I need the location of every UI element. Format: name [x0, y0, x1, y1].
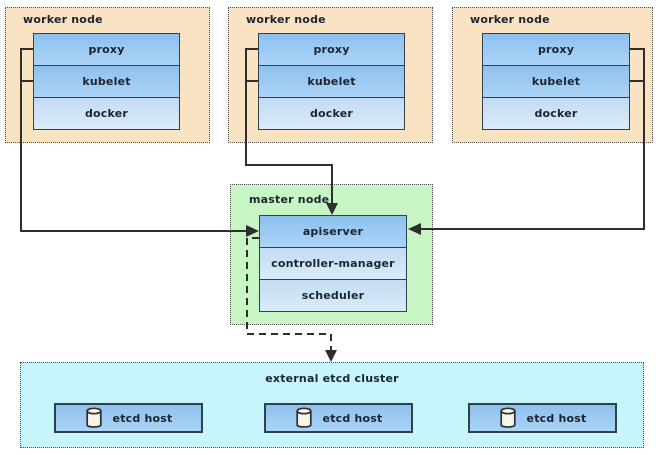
etcd-host-box: etcd host [264, 403, 413, 433]
etcd-host-label: etcd host [322, 411, 383, 425]
kubelet-box: kubelet [34, 65, 179, 97]
etcd-host-box: etcd host [54, 403, 203, 433]
worker-node-title: worker node [470, 13, 550, 26]
etcd-cluster-title: external etcd cluster [265, 372, 399, 385]
docker-box: docker [259, 97, 404, 129]
etcd-host-box: etcd host [468, 403, 617, 433]
scheduler-box: scheduler [260, 279, 406, 311]
arrowhead-down [325, 350, 337, 362]
apiserver-box: apiserver [260, 216, 406, 247]
worker-node-title: worker node [246, 13, 326, 26]
worker-node-3: worker node proxy kubelet docker [452, 7, 653, 143]
worker-node-2: worker node proxy kubelet docker [228, 7, 433, 143]
kubelet-box: kubelet [483, 65, 629, 97]
master-node-title: master node [249, 193, 330, 206]
etcd-host-label: etcd host [526, 411, 587, 425]
master-node: master node apiserver controller-manager… [230, 184, 433, 325]
database-icon [499, 407, 516, 428]
etcd-host-label: etcd host [112, 411, 173, 425]
database-icon [85, 407, 102, 428]
proxy-box: proxy [259, 34, 404, 65]
master-component-stack: apiserver controller-manager scheduler [259, 215, 407, 312]
controller-manager-box: controller-manager [260, 247, 406, 279]
proxy-box: proxy [34, 34, 179, 65]
docker-box: docker [483, 97, 629, 129]
docker-box: docker [34, 97, 179, 129]
worker-node-1: worker node proxy kubelet docker [5, 7, 210, 143]
worker-1-component-stack: proxy kubelet docker [33, 33, 180, 130]
kubelet-box: kubelet [259, 65, 404, 97]
database-icon [295, 407, 312, 428]
worker-3-component-stack: proxy kubelet docker [482, 33, 630, 130]
etcd-cluster: external etcd cluster etcd host etcd hos… [20, 362, 644, 448]
worker-node-title: worker node [23, 13, 103, 26]
worker-2-component-stack: proxy kubelet docker [258, 33, 405, 130]
proxy-box: proxy [483, 34, 629, 65]
